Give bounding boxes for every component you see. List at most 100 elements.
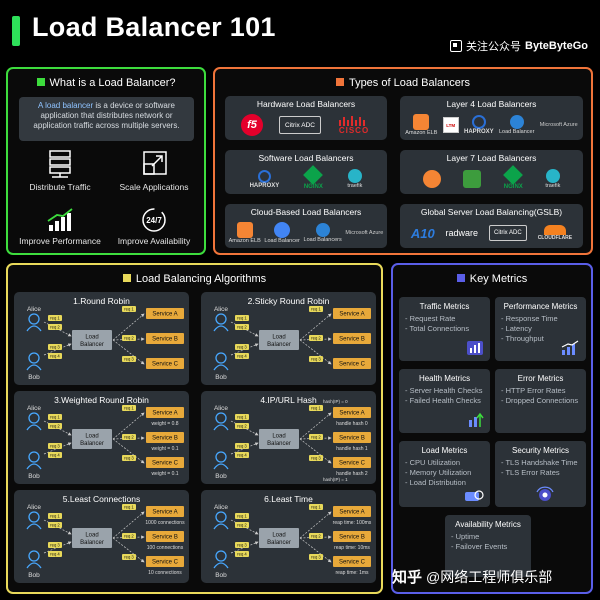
service-label: Service A bbox=[152, 510, 177, 516]
service-label: Service B bbox=[152, 337, 178, 343]
user-icon bbox=[215, 511, 227, 523]
lb-label: Balancer bbox=[267, 441, 291, 447]
service-box bbox=[146, 531, 184, 542]
request-label: req 3 bbox=[237, 444, 247, 449]
lb-label: Balancer bbox=[80, 540, 104, 546]
request-tag bbox=[122, 405, 136, 411]
microsoft-azure-logo: Microsoft Azure bbox=[345, 230, 384, 236]
cloud-lb-box: Cloud-Based Load Balancers Amazon ELB Lo… bbox=[225, 204, 387, 248]
request-tag bbox=[48, 324, 62, 330]
user-icon bbox=[26, 523, 42, 530]
request-label: req 1 bbox=[124, 505, 134, 510]
user-icon bbox=[213, 523, 229, 530]
brand-prefix: 关注公众号 bbox=[466, 41, 522, 53]
user-icon bbox=[213, 562, 229, 569]
request-tag bbox=[309, 455, 323, 461]
request-label: req 1 bbox=[50, 415, 60, 420]
alice-label: Alice bbox=[27, 504, 41, 511]
request-tag bbox=[235, 315, 249, 321]
error-metrics-card: Error Metrics HTTP Error RatesDropped Co… bbox=[495, 369, 586, 433]
load-balancer-box bbox=[72, 330, 112, 350]
f5-logo: f5 bbox=[241, 114, 263, 136]
request-label: req 2 bbox=[124, 336, 134, 341]
arrow bbox=[299, 339, 332, 365]
request-tag bbox=[48, 551, 62, 557]
algorithm-title: 6.Least Time bbox=[264, 494, 313, 504]
clock-24-7-icon: 24/7 bbox=[142, 208, 166, 232]
user-icon bbox=[215, 313, 227, 325]
elb-logo bbox=[422, 170, 441, 188]
algorithm-title: 1.Round Robin bbox=[73, 296, 130, 306]
lb-description: A load balancer is a device or software … bbox=[19, 97, 194, 141]
service-box bbox=[333, 506, 371, 517]
watermark-site: 知乎 bbox=[392, 569, 423, 586]
service-annotation: weight = 0.1 bbox=[151, 446, 178, 452]
feature-availability: 24/7 Improve Availability bbox=[106, 207, 202, 246]
request-tag bbox=[309, 504, 323, 510]
nginx-logo: NGINX bbox=[303, 165, 324, 190]
request-tag bbox=[235, 344, 249, 350]
performance-metrics-card: Performance Metrics Response TimeLatency… bbox=[495, 297, 586, 361]
request-tag bbox=[122, 533, 136, 539]
watermark-handle: @网络工程师俱乐部 bbox=[426, 568, 553, 585]
request-tag bbox=[235, 414, 249, 420]
amazon-elb-logo: Amazon ELB bbox=[229, 222, 261, 244]
health-metrics-card: Health Metrics Server Health ChecksFaile… bbox=[399, 369, 490, 433]
arrow bbox=[299, 438, 332, 464]
haproxy-logo: HAPROXY bbox=[250, 169, 279, 189]
request-tag bbox=[235, 522, 249, 528]
service-box bbox=[333, 457, 371, 468]
hash-label: hash(IP) = 1 bbox=[323, 477, 348, 482]
lb-label: Load bbox=[85, 533, 98, 539]
green-square-icon bbox=[36, 78, 45, 86]
request-label: req 4 bbox=[237, 552, 247, 557]
request-label: req 2 bbox=[50, 325, 60, 330]
user-icon bbox=[26, 364, 42, 371]
user-icon bbox=[215, 352, 227, 364]
request-tag bbox=[122, 455, 136, 461]
load-balancer-box bbox=[259, 330, 299, 350]
bob-label: Bob bbox=[215, 374, 227, 381]
request-label: req 4 bbox=[50, 453, 60, 458]
algorithms-section-title: Load Balancing Algorithms bbox=[8, 273, 381, 285]
bob-label: Bob bbox=[215, 572, 227, 579]
blue-square-icon bbox=[456, 274, 465, 282]
request-label: req 2 bbox=[237, 325, 247, 330]
feature-scale: Scale Applications bbox=[106, 149, 202, 192]
request-label: req 2 bbox=[311, 534, 321, 539]
a10-logo: A10 bbox=[410, 225, 435, 241]
request-tag bbox=[235, 551, 249, 557]
service-label: Service A bbox=[152, 312, 177, 318]
load-balancer-box bbox=[72, 429, 112, 449]
cisco-logo: CISCO bbox=[337, 115, 371, 135]
request-label: req 1 bbox=[124, 307, 134, 312]
hash-label: hash(IP) = 0 bbox=[323, 399, 348, 404]
service-label: Service B bbox=[339, 337, 365, 343]
svg-text:24/7: 24/7 bbox=[146, 216, 162, 225]
service-annotation: weight = 0.1 bbox=[151, 471, 178, 477]
algorithm-title: 2.Sticky Round Robin bbox=[247, 296, 330, 306]
feature-distribute: Distribute Traffic bbox=[12, 149, 108, 192]
request-label: req 1 bbox=[311, 406, 321, 411]
page-title: Load Balancer 101 bbox=[32, 12, 276, 42]
request-tag bbox=[48, 522, 62, 528]
service-box bbox=[333, 556, 371, 567]
service-box bbox=[146, 308, 184, 319]
request-tag bbox=[309, 335, 323, 341]
user-icon bbox=[28, 412, 40, 424]
service-label: Service C bbox=[152, 560, 179, 566]
azure-lb-logo: Load Balancer bbox=[499, 115, 534, 135]
load-balancer-box bbox=[72, 528, 112, 548]
service-label: Service C bbox=[152, 461, 179, 467]
lb-label: Balancer bbox=[80, 441, 104, 447]
service-label: Service A bbox=[339, 510, 364, 516]
traffic-metrics-card: Traffic Metrics Request RateTotal Connec… bbox=[399, 297, 490, 361]
request-label: req 3 bbox=[124, 555, 134, 560]
request-label: req 2 bbox=[50, 523, 60, 528]
service-label: Service A bbox=[152, 411, 177, 417]
service-box bbox=[333, 333, 371, 344]
request-tag bbox=[235, 443, 249, 449]
